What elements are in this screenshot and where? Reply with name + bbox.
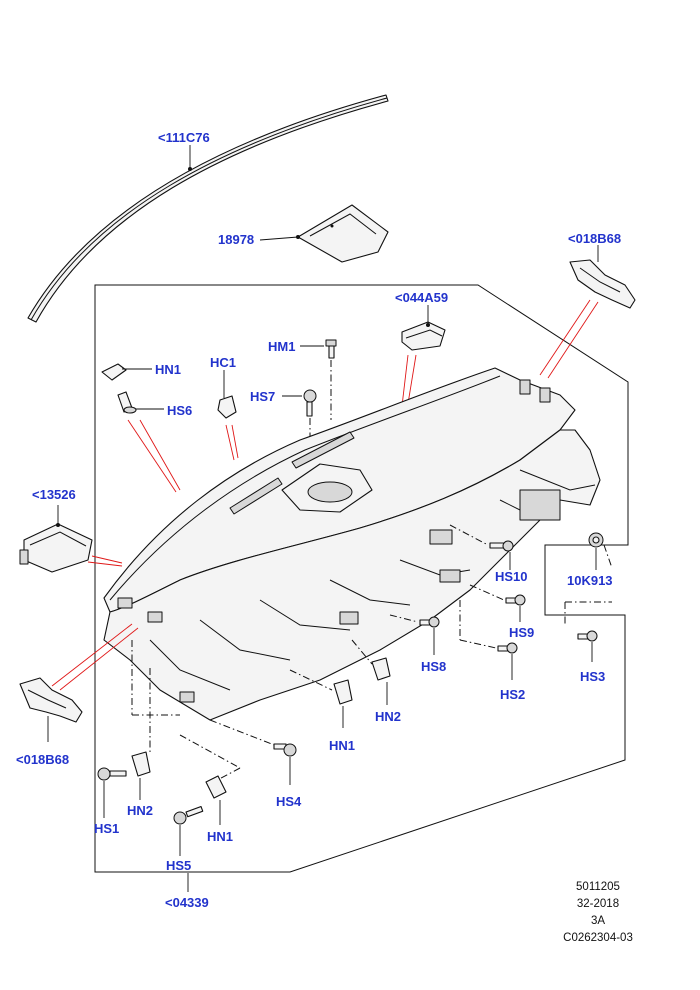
hn1-mid-nut: [333, 679, 353, 705]
speaker-cover-part: [297, 204, 389, 263]
label-hm1: HM1: [268, 339, 295, 354]
label-hc1: HC1: [210, 355, 236, 370]
label-hs7: HS7: [250, 389, 275, 404]
label-hn2-mid: HN2: [375, 709, 401, 724]
hs1-screw: [97, 767, 127, 781]
meta-line-3: 3A: [591, 915, 605, 927]
label-hs6: HS6: [167, 403, 192, 418]
hs9-screw: [505, 594, 526, 606]
bracket-right-part: [569, 259, 636, 309]
label-bracket-right: <018B68: [568, 231, 621, 246]
label-hs3: HS3: [580, 669, 605, 684]
label-hs4: HS4: [276, 794, 302, 809]
label-hn1-low: HN1: [207, 829, 233, 844]
label-hn2-low: HN2: [127, 803, 153, 818]
hs3-screw: [577, 630, 598, 642]
label-hs5: HS5: [166, 858, 191, 873]
label-airbag: <13526: [32, 487, 76, 502]
hs6-pin: [117, 391, 137, 414]
hn1-top-clip: [101, 363, 127, 381]
hs5-screw: [173, 805, 204, 825]
duct-part: [401, 321, 446, 351]
hs10-screw: [489, 540, 514, 552]
hs2-right-screw: [497, 642, 518, 654]
bracket-left-part: [19, 677, 83, 723]
trim-strip-part: [27, 94, 389, 323]
label-cover: 18978: [218, 232, 254, 247]
label-strip-top: <111C76: [158, 130, 210, 145]
label-hs10: HS10: [495, 569, 528, 584]
label-hs1: HS1: [94, 821, 119, 836]
hn2-low-nut: [131, 751, 151, 777]
hs7-screw: [303, 389, 317, 417]
assembly-frame: [94, 284, 629, 873]
label-hs2-right: HS2: [500, 687, 525, 702]
meta-line-1: 5011205: [576, 881, 620, 893]
label-10k913: 10K913: [567, 573, 613, 588]
hn1-low-nut: [205, 775, 227, 799]
label-04339: <04339: [165, 895, 209, 910]
label-duct: <044A59: [395, 290, 448, 305]
label-hn1-top: HN1: [155, 362, 181, 377]
airbag-module-part: [19, 523, 93, 573]
label-bracket-left: <018B68: [16, 752, 69, 767]
label-hs8: HS8: [421, 659, 446, 674]
hm1-screw: [325, 339, 337, 359]
label-hn1-mid: HN1: [329, 738, 355, 753]
label-hs9: HS9: [509, 625, 534, 640]
meta-line-2: 32-2018: [577, 898, 619, 910]
hs8-screw: [419, 616, 440, 628]
dashboard-panel-part: [103, 367, 601, 721]
hs4-screw: [273, 743, 297, 757]
k913-nut: [588, 532, 604, 548]
meta-line-4: C0262304-03: [563, 932, 633, 944]
hn2-mid-nut: [371, 657, 391, 681]
hc1-clip: [217, 395, 237, 419]
